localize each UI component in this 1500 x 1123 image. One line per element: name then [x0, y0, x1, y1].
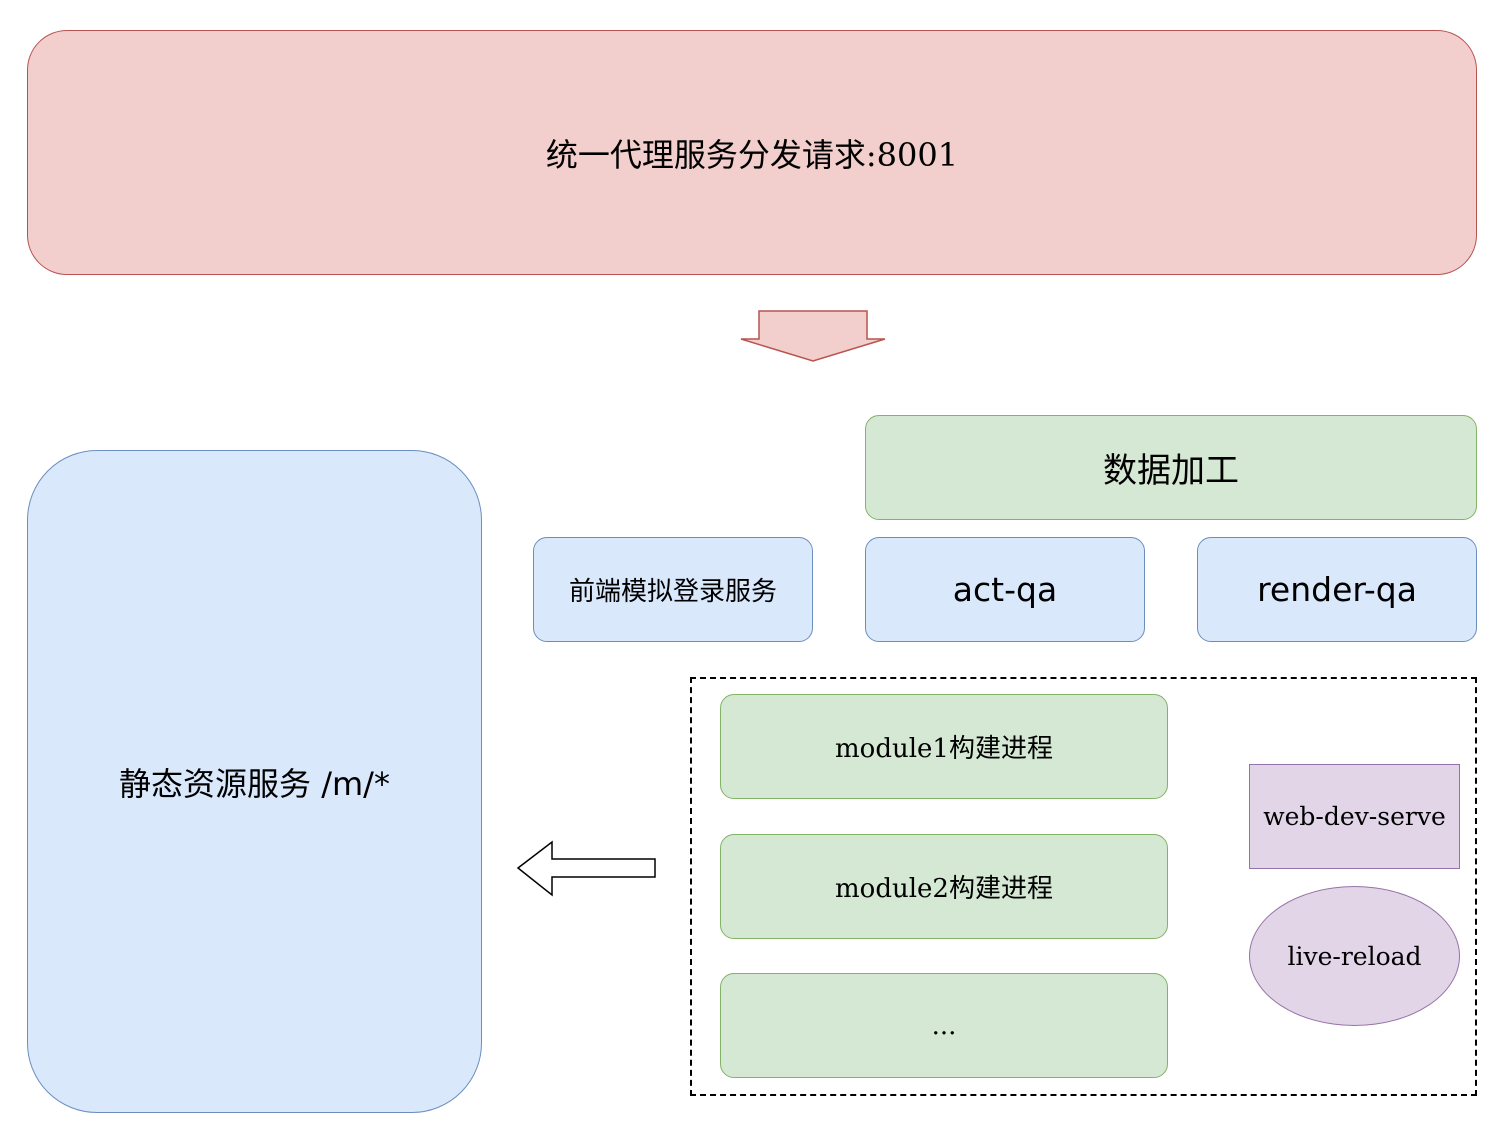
frontend-login-service-label: 前端模拟登录服务: [568, 577, 777, 607]
more-build-process-box: ...: [720, 973, 1168, 1078]
render-qa-label: render-qa: [1257, 570, 1417, 609]
module2-build-process-box: module2构建进程: [720, 834, 1168, 939]
left-arrow-icon: [516, 840, 656, 897]
data-processing-box: 数据加工: [865, 415, 1477, 520]
live-reload-ellipse: live-reload: [1249, 886, 1460, 1026]
proxy-service-box: 统一代理服务分发请求:8001: [27, 30, 1477, 275]
web-dev-serve-box: web-dev-serve: [1249, 764, 1460, 869]
module2-build-process-label: module2构建进程: [835, 874, 1053, 904]
render-qa-box: render-qa: [1197, 537, 1477, 642]
static-resource-service-label: 静态资源服务 /m/*: [119, 764, 390, 803]
static-resource-service-box: 静态资源服务 /m/*: [27, 450, 482, 1113]
module1-build-process-box: module1构建进程: [720, 694, 1168, 799]
act-qa-label: act-qa: [952, 570, 1058, 609]
proxy-service-label: 统一代理服务分发请求:8001: [545, 135, 959, 174]
down-arrow-icon: [740, 310, 886, 362]
live-reload-label: live-reload: [1287, 941, 1422, 971]
more-build-process-label: ...: [931, 1010, 957, 1041]
web-dev-serve-label: web-dev-serve: [1263, 802, 1446, 831]
data-processing-label: 数据加工: [1103, 451, 1239, 491]
build-process-group: [690, 677, 1477, 1096]
frontend-login-service-box: 前端模拟登录服务: [533, 537, 813, 642]
module1-build-process-label: module1构建进程: [835, 734, 1053, 764]
act-qa-box: act-qa: [865, 537, 1145, 642]
